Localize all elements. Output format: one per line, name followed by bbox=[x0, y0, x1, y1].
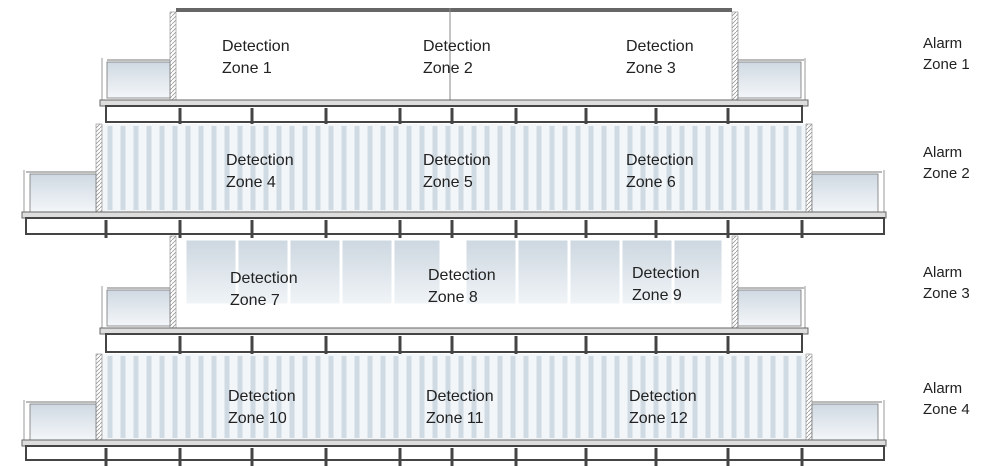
floor-1 bbox=[101, 8, 806, 101]
detection-zone-5-label: Detection Zone 5 bbox=[423, 152, 491, 191]
alarm-zone-4-label: Alarm Zone 4 bbox=[923, 380, 970, 418]
balcony-left-3 bbox=[106, 289, 171, 327]
detection-zone-7-label: Detection Zone 7 bbox=[230, 270, 298, 309]
detection-zone-11-label: Detection Zone 11 bbox=[426, 388, 494, 427]
floor-4 bbox=[23, 353, 885, 441]
balcony-left-1 bbox=[106, 61, 171, 99]
floor-slab-2 bbox=[21, 211, 887, 238]
balcony-right-1 bbox=[737, 61, 802, 99]
alarm-zone-1-label: Alarm Zone 1 bbox=[923, 35, 970, 73]
detection-zone-4-label: Detection Zone 4 bbox=[226, 152, 294, 191]
balcony-left-4 bbox=[29, 403, 97, 441]
detection-zone-9-label: Detection Zone 9 bbox=[632, 265, 700, 304]
detection-zone-3-label: Detection Zone 3 bbox=[626, 38, 694, 77]
detection-zone-6-label: Detection Zone 6 bbox=[626, 152, 694, 191]
detection-zone-12-label: Detection Zone 12 bbox=[629, 388, 697, 427]
floor-slab-3 bbox=[99, 327, 809, 354]
alarm-zone-2-label: Alarm Zone 2 bbox=[923, 144, 970, 182]
balcony-right-2 bbox=[811, 173, 879, 213]
detection-zone-1-label: Detection Zone 1 bbox=[222, 38, 290, 77]
balcony-right-3 bbox=[737, 289, 802, 327]
detection-zone-8-label: Detection Zone 8 bbox=[428, 267, 496, 306]
floor-2 bbox=[23, 123, 885, 213]
alarm-zone-3-label: Alarm Zone 3 bbox=[923, 264, 970, 302]
floor-slab-4 bbox=[21, 439, 887, 466]
balcony-left-2 bbox=[29, 173, 97, 213]
detection-zone-10-label: Detection Zone 10 bbox=[228, 388, 296, 427]
floor-slab-1 bbox=[99, 99, 809, 124]
floor-3 bbox=[101, 235, 806, 329]
detection-zone-2-label: Detection Zone 2 bbox=[423, 38, 491, 77]
balcony-right-4 bbox=[811, 403, 879, 441]
